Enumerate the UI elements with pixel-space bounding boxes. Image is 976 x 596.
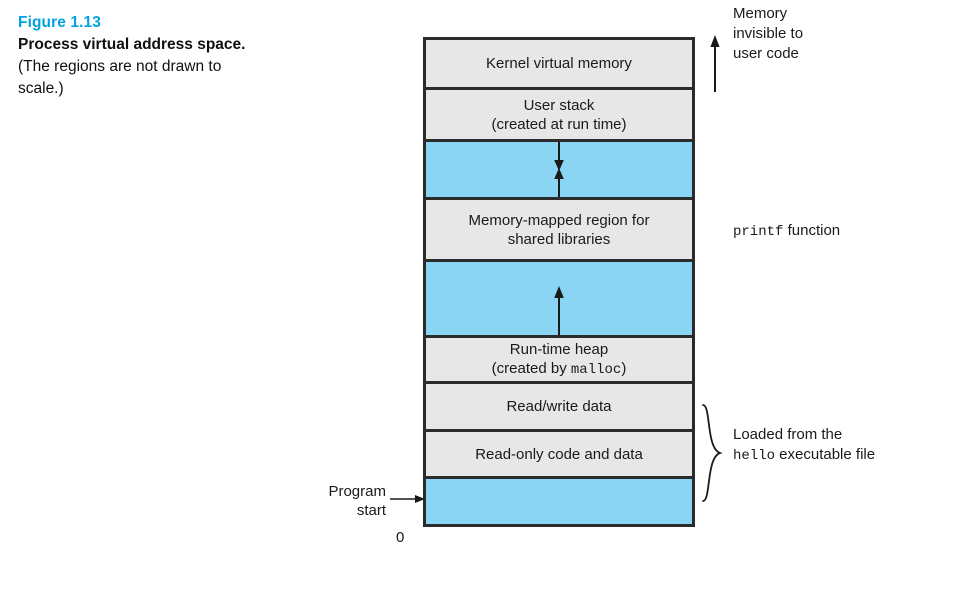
region-label: Run-time heap (created by malloc) <box>491 340 627 378</box>
annotation-line: Program <box>328 483 386 500</box>
region-memory-mapped: Memory-mapped region for shared librarie… <box>426 200 692 262</box>
stack-grow-down-arrow <box>552 142 566 172</box>
printf-mono-text: printf <box>733 224 784 240</box>
region-label: User stack (created at run time) <box>491 96 627 133</box>
region-user-stack: User stack (created at run time) <box>426 90 692 142</box>
process-virtual-address-space-diagram: Kernel virtual memory User stack (create… <box>423 37 695 527</box>
memory-invisible-arrow <box>709 34 721 92</box>
region-label: Read/write data <box>506 398 612 415</box>
address-zero-label: 0 <box>396 529 405 546</box>
annotation-line: hello executable file <box>733 445 953 466</box>
figure-caption-text: Process virtual address space. (The regi… <box>18 34 268 100</box>
annotation-memory-invisible: Memory invisible to user code <box>733 4 933 64</box>
region-label: Kernel virtual memory <box>486 55 632 72</box>
region-mmap-gap <box>426 262 692 338</box>
region-label: Memory-mapped region for shared librarie… <box>468 211 650 248</box>
region-read-write-data: Read/write data <box>426 384 692 432</box>
region-read-only-code-and-data: Read-only code and data <box>426 432 692 479</box>
figure-caption-bold: Process virtual address space. <box>18 36 246 53</box>
malloc-mono-text: malloc <box>570 361 622 378</box>
region-label: Read-only code and data <box>475 445 643 463</box>
figure-caption-rest: (The regions are not drawn to scale.) <box>18 58 222 97</box>
printf-rest-text: function <box>783 222 841 239</box>
figure-number: Figure 1.13 <box>18 14 101 31</box>
annotation-line: invisible to <box>733 25 804 42</box>
hello-mono-text: hello <box>733 448 776 464</box>
region-kernel-virtual-memory: Kernel virtual memory <box>426 40 692 90</box>
annotation-line: Loaded from the <box>733 426 843 443</box>
annotation-printf-function: printf function <box>733 221 943 242</box>
region-unmapped-low-memory <box>426 479 692 524</box>
region-stack-gap <box>426 142 692 200</box>
stack-gap-up-arrow <box>552 167 566 197</box>
annotation-loaded-from-executable: Loaded from the hello executable file <box>733 425 953 466</box>
loaded-rest-text: executable file <box>775 446 876 463</box>
loaded-from-executable-brace <box>700 404 724 502</box>
figure-caption-block: Figure 1.13 Process virtual address spac… <box>18 12 268 100</box>
heap-grow-up-arrow <box>552 285 566 335</box>
annotation-line: Memory <box>733 5 788 22</box>
program-start-arrow <box>390 492 426 506</box>
region-run-time-heap: Run-time heap (created by malloc) <box>426 338 692 384</box>
annotation-line: start <box>356 502 386 519</box>
annotation-line: user code <box>733 45 799 62</box>
annotation-program-start: Program start <box>290 482 386 520</box>
